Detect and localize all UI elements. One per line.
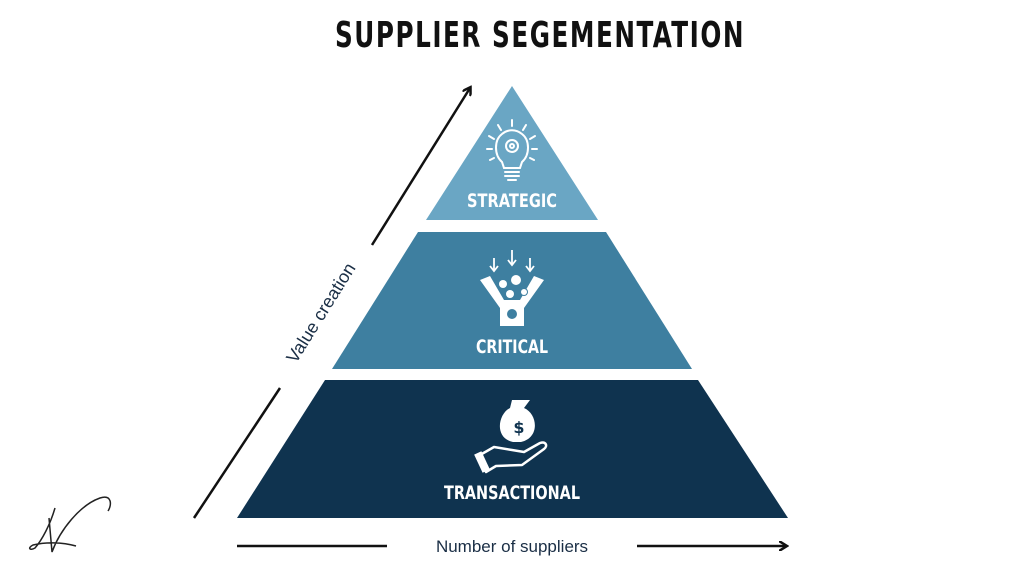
tier-label-critical: CRITICAL	[476, 336, 548, 358]
money-bag-hand-icon: $	[474, 400, 548, 474]
tier-label-transactional: TRANSACTIONAL	[444, 482, 580, 504]
value-axis-line-lower	[192, 387, 282, 519]
value-axis-arrow	[370, 88, 470, 246]
funnel-icon	[480, 250, 544, 326]
page-title: SUPPLIER SEGEMENTATION	[335, 15, 745, 56]
number-of-suppliers-label: Number of suppliers	[436, 537, 588, 556]
svg-text:$: $	[513, 418, 524, 437]
tier-label-strategic: STRATEGIC	[467, 190, 557, 212]
signature-logo	[28, 496, 112, 553]
lightbulb-gear-icon	[486, 119, 538, 181]
